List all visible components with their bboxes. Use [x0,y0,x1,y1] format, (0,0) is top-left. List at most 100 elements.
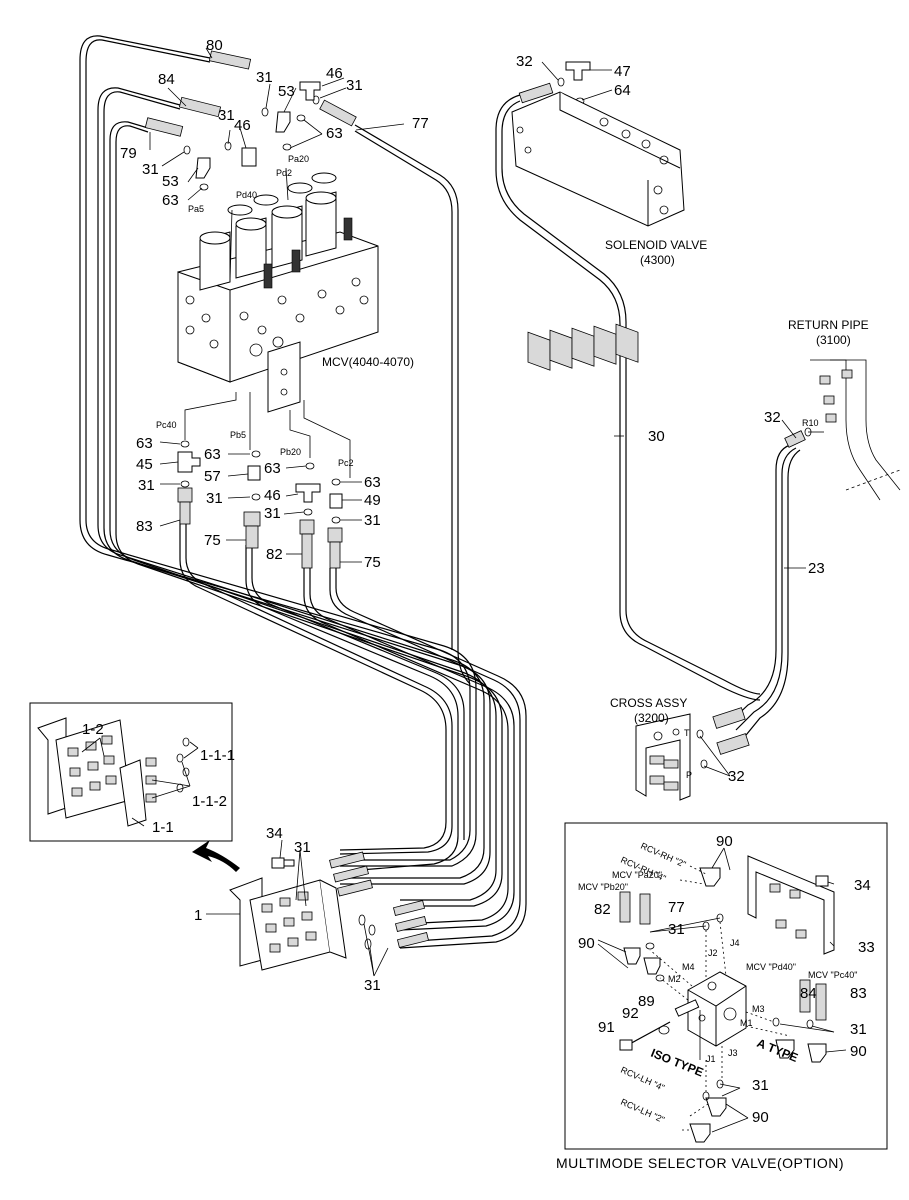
callout-32-b: 32 [764,409,781,426]
port-pb20: Pb20 [280,447,301,457]
inset-callout-91: 91 [598,1019,615,1036]
callout-30: 30 [648,428,665,445]
tube-23 [729,444,801,741]
inset-mcv-pb20: MCV "Pb20" [578,882,628,892]
callout-83: 83 [136,518,153,535]
detail-box-1-1 [29,702,233,842]
callout-32-c: 32 [728,768,745,785]
label-return-pipe: RETURN PIPE [788,318,869,332]
callout-31-j: 31 [364,977,381,994]
callout-31-d: 31 [142,161,159,178]
inset-callout-90-c: 90 [850,1043,867,1060]
callout-31-a: 31 [256,69,273,86]
callout-53-b: 53 [162,173,179,190]
tube-bundle-left [79,35,527,949]
mcv-lower-fittings [177,440,343,569]
label-solenoid-valve: SOLENOID VALVE [605,238,707,252]
cross-assy [635,707,750,801]
label-solenoid-valve-code: (4300) [640,253,675,267]
callout-80: 80 [206,37,223,54]
inset-callout-34: 34 [854,877,871,894]
callout-31-h: 31 [364,512,381,529]
label-mcv: MCV(4040-4070) [322,355,414,369]
callout-31-b: 31 [346,77,363,94]
callout-75-a: 75 [204,532,221,549]
callout-34: 34 [266,825,283,842]
callout-31-i: 31 [294,839,311,856]
callout-84: 84 [158,71,175,88]
inset-callout-90-d: 90 [752,1109,769,1126]
callout-46-c: 46 [264,487,281,504]
inset-mcv-pa20: MCV "Pa20" [612,870,662,880]
label-cross-assy: CROSS ASSY [610,696,687,710]
inset-callout-92: 92 [622,1005,639,1022]
inset-m4: M4 [682,962,695,972]
callout-63-e: 63 [264,460,281,477]
callout-1-1-1: 1-1-1 [200,747,235,764]
inset-j2: J2 [708,948,718,958]
solenoid-valve [511,91,685,371]
callout-1-1: 1-1 [152,819,174,836]
callout-31-e: 31 [138,477,155,494]
callout-53-a: 53 [278,83,295,100]
callout-32-a: 32 [516,53,533,70]
port-pc40: Pc40 [156,420,177,430]
inset-callout-31-b: 31 [850,1021,867,1038]
callout-46-a: 46 [326,65,343,82]
inset-callout-83: 83 [850,985,867,1002]
port-pb5: Pb5 [230,430,246,440]
callout-63-d: 63 [204,446,221,463]
inset-iso-type: ISO TYPE [649,1046,706,1080]
port-pc2: Pc2 [338,458,354,468]
mcv-port-leaders [184,167,351,478]
inset-callout-90-a: 90 [716,833,733,850]
port-pd40: Pd40 [236,190,257,200]
callout-63-f: 63 [364,474,381,491]
port-labels: Pa20 Pd2 Pd40 Pa5 Pc40 Pb5 Pb20 Pc2 R10 … [156,154,819,780]
inset-callout-89: 89 [638,993,655,1010]
port-pd2: Pd2 [276,168,292,178]
inset-mcv-pd40: MCV "Pd40" [746,962,796,972]
callout-31-g: 31 [264,505,281,522]
callout-64: 64 [614,82,631,99]
inset-labels: 90 34 33 82 77 31 90 84 83 89 92 91 31 9… [578,833,875,1126]
callout-47: 47 [614,63,631,80]
callout-63-c: 63 [136,435,153,452]
inset-rcv-lh-4: RCV-LH "4" [619,1065,666,1093]
label-return-pipe-code: (3100) [816,333,851,347]
main-control-valve [177,172,379,413]
callout-46-b: 46 [234,117,251,134]
inset-callout-31-a: 31 [668,921,685,938]
callout-77: 77 [412,115,429,132]
callout-63-b: 63 [162,192,179,209]
tube-30 [495,94,761,701]
port-pa20: Pa20 [288,154,309,164]
port-r10: R10 [802,418,819,428]
port-p: P [686,770,692,780]
part-callouts: 80 84 31 53 46 31 77 63 31 46 79 31 53 6… [82,37,825,994]
arrow-to-detail-icon [192,840,240,872]
inset-callout-90-b: 90 [578,935,595,952]
inset-m3: M3 [752,1004,765,1014]
caption-multimode-selector: MULTIMODE SELECTOR VALVE(OPTION) [556,1155,844,1171]
callout-1-1-2: 1-1-2 [192,793,227,810]
inset-callout-84: 84 [800,985,817,1002]
callout-79: 79 [120,145,137,162]
callout-1: 1 [194,907,202,924]
label-cross-assy-code: (3200) [634,711,669,725]
inset-m2: M2 [668,974,681,984]
callout-leaders [149,47,824,977]
port-t: T [684,728,690,738]
callout-31-f: 31 [206,490,223,507]
callout-1-2: 1-2 [82,721,104,738]
component-labels: MCV(4040-4070) SOLENOID VALVE (4300) RET… [322,238,869,1171]
tube-77 [354,124,471,685]
inset-mcv-pc40: MCV "Pc40" [808,970,857,980]
callout-31-c: 31 [218,107,235,124]
inset-j3: J3 [728,1048,738,1058]
multimode-selector-inset [564,822,888,1150]
inset-callout-82: 82 [594,901,611,918]
port-pa5: Pa5 [188,204,204,214]
inset-j1: J1 [706,1054,716,1064]
